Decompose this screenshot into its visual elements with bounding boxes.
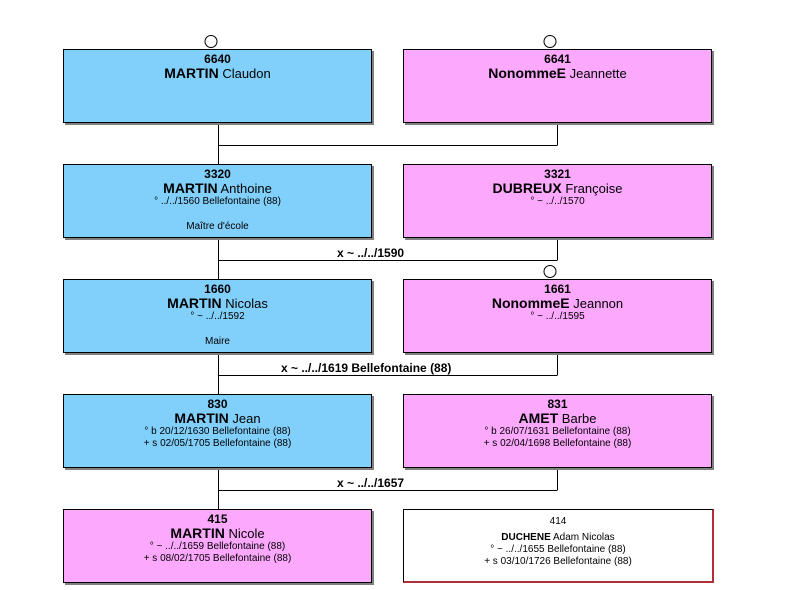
person-name: DUBREUX Françoise — [404, 180, 711, 197]
sosa-number: 6641 — [544, 52, 571, 66]
given-name: Jean — [232, 411, 261, 426]
person-name: MARTIN Nicole — [64, 525, 371, 542]
sosa-number: 415 — [207, 512, 228, 526]
occupation: Maître d'école — [186, 221, 249, 232]
birth-info: ° ~ ../../1655 Bellefontaine (88) — [490, 544, 626, 555]
no-parents-circle-icon — [204, 35, 218, 48]
surname: AMET — [518, 410, 559, 426]
no-parents-circle-icon — [543, 35, 557, 48]
birth-info: ° ../../1560 Bellefontaine (88) — [154, 196, 281, 207]
person-box-830[interactable]: 830 MARTIN Jean ° b 20/12/1630 Bellefont… — [63, 394, 372, 468]
sosa-number: 1660 — [204, 282, 231, 296]
sosa-number: 1661 — [544, 282, 571, 296]
person-box-3321[interactable]: 3321 DUBREUX Françoise ° ~ ../../1570 — [403, 164, 712, 238]
given-name: Françoise — [565, 181, 623, 196]
given-name: Jeannon — [573, 296, 624, 311]
person-name: NonommeE Jeannette — [404, 65, 711, 82]
person-name: MARTIN Jean — [64, 410, 371, 427]
birth-info: ° ~ ../../1595 — [530, 311, 585, 322]
given-name: Barbe — [561, 411, 597, 426]
sosa-number: 830 — [207, 397, 228, 411]
surname: NonommeE — [488, 65, 567, 81]
birth-info: ° ~ ../../1659 Bellefontaine (88) — [149, 541, 286, 552]
birth-info: ° b 26/07/1631 Bellefontaine (88) — [484, 426, 631, 437]
person-name: DUCHENE Adam Nicolas — [404, 531, 712, 544]
person-box-831[interactable]: 831 AMET Barbe ° b 26/07/1631 Bellefonta… — [403, 394, 712, 468]
person-box-414[interactable]: 414 DUCHENE Adam Nicolas ° ~ ../../1655 … — [403, 509, 714, 583]
sosa-number: 414 — [549, 516, 567, 527]
sosa-number: 6640 — [204, 52, 231, 66]
person-box-6641[interactable]: 6641 NonommeE Jeannette — [403, 49, 712, 123]
given-name: Jeannette — [569, 66, 627, 81]
person-name: MARTIN Nicolas — [64, 295, 371, 312]
birth-info: ° ~ ../../1592 — [190, 311, 245, 322]
given-name: Nicole — [228, 526, 265, 541]
person-box-3320[interactable]: 3320 MARTIN Anthoine ° ../../1560 Bellef… — [63, 164, 372, 238]
given-name: Nicolas — [225, 296, 268, 311]
birth-info: ° ~ ../../1570 — [530, 196, 585, 207]
death-info: + s 02/04/1698 Bellefontaine (88) — [483, 438, 632, 449]
given-name: Adam Nicolas — [552, 532, 615, 543]
surname: MARTIN — [163, 180, 218, 196]
person-box-1660[interactable]: 1660 MARTIN Nicolas ° ~ ../../1592 Maire — [63, 279, 372, 353]
occupation: Maire — [204, 336, 230, 347]
given-name: Anthoine — [220, 181, 272, 196]
person-name: MARTIN Anthoine — [64, 180, 371, 197]
person-name: AMET Barbe — [404, 410, 711, 427]
person-name: NonommeE Jeannon — [404, 295, 711, 312]
person-box-6640[interactable]: 6640 MARTIN Claudon — [63, 49, 372, 123]
sosa-number: 3320 — [204, 167, 231, 181]
death-info: + s 03/10/1726 Bellefontaine (88) — [484, 556, 632, 567]
surname: MARTIN — [164, 65, 219, 81]
surname: MARTIN — [170, 525, 225, 541]
sosa-number: 3321 — [544, 167, 571, 181]
marriage-label: x ~ ../../1619 Bellefontaine (88) — [281, 361, 452, 375]
surname: NonommeE — [491, 295, 570, 311]
sosa-number: 831 — [547, 397, 568, 411]
given-name: Claudon — [222, 66, 271, 81]
death-info: + s 02/05/1705 Bellefontaine (88) — [143, 438, 292, 449]
marriage-label: x ~ ../../1590 — [337, 246, 405, 260]
person-box-415[interactable]: 415 MARTIN Nicole ° ~ ../../1659 Bellefo… — [63, 509, 372, 583]
marriage-label: x ~ ../../1657 — [337, 476, 405, 490]
person-name: MARTIN Claudon — [64, 65, 371, 82]
surname: MARTIN — [167, 295, 222, 311]
surname: DUCHENE — [501, 532, 551, 543]
no-parents-circle-icon — [543, 265, 557, 278]
surname: DUBREUX — [492, 180, 562, 196]
birth-info: ° b 20/12/1630 Bellefontaine (88) — [144, 426, 291, 437]
person-box-1661[interactable]: 1661 NonommeE Jeannon ° ~ ../../1595 — [403, 279, 712, 353]
death-info: + s 08/02/1705 Bellefontaine (88) — [143, 553, 292, 564]
surname: MARTIN — [174, 410, 229, 426]
